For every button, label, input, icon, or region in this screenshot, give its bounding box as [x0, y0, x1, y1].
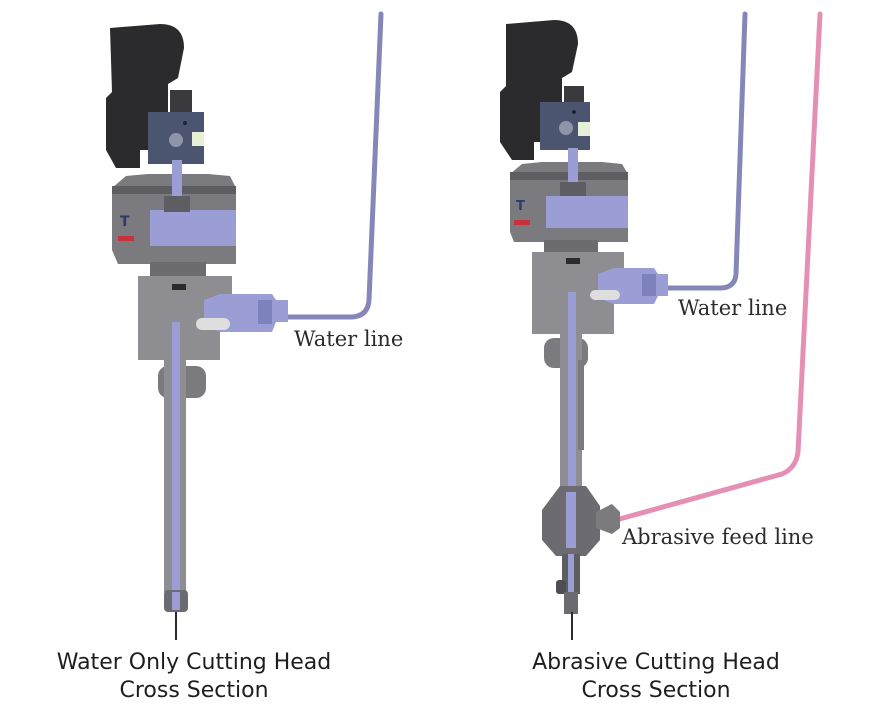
motor-collar [170, 90, 192, 116]
nozzle-side-nub [556, 580, 566, 594]
nozzle-bore [568, 292, 576, 502]
caption-line-2: Cross Section [119, 678, 268, 703]
spindle-upper [172, 160, 182, 220]
caption-line-1: Abrasive Cutting Head [532, 650, 780, 675]
neck [544, 240, 598, 252]
water-line-tube [285, 11, 384, 320]
nozzle-tip [564, 592, 578, 614]
fitting-nut [642, 274, 656, 296]
valve-port-icon [559, 121, 573, 135]
mid-body [138, 276, 232, 360]
spindle-cap [164, 196, 190, 212]
upper-housing-inner [150, 210, 236, 246]
abrasive-cutting-head: T Water line Abrasive feed line Abrasive… [500, 11, 823, 703]
abrasive-inlet [596, 504, 620, 534]
spindle-upper [568, 148, 578, 204]
abrasive-line-tube [613, 11, 823, 523]
spindle-cap [560, 182, 586, 196]
fitting-nut [258, 300, 272, 324]
nozzle-tip-bore [172, 592, 180, 610]
indicator-red-bar [514, 220, 530, 225]
mid-body-slot [566, 258, 580, 264]
water-line-tube [661, 11, 748, 291]
valve-port-icon [169, 133, 183, 147]
fitting-slot [196, 318, 230, 330]
mid-body [532, 252, 624, 334]
water-line-label: Water line [294, 327, 403, 351]
temp-indicator-t: T [516, 199, 525, 214]
neck [150, 262, 206, 276]
caption-line-2: Cross Section [581, 678, 730, 703]
water-only-cutting-head: T Water line Water Only Cutting Head Cro… [57, 11, 403, 703]
upper-housing-inner [546, 196, 628, 228]
valve-pin-icon [183, 121, 187, 125]
valve-light [192, 132, 204, 146]
water-line-label: Water line [678, 296, 787, 320]
valve-light [578, 122, 590, 136]
caption-line-1: Water Only Cutting Head [57, 650, 332, 675]
nozzle-side-bar [578, 360, 584, 450]
nozzle-bore [172, 322, 180, 594]
mid-body-slot [172, 284, 186, 290]
focusing-bore [568, 554, 574, 594]
indicator-red-bar [118, 236, 134, 241]
abrasive-feed-line-label: Abrasive feed line [621, 525, 814, 549]
mixing-chamber-bore [566, 492, 576, 548]
fitting-slot [590, 290, 620, 300]
temp-indicator-t: T [120, 214, 130, 230]
valve-pin-icon [572, 110, 576, 114]
